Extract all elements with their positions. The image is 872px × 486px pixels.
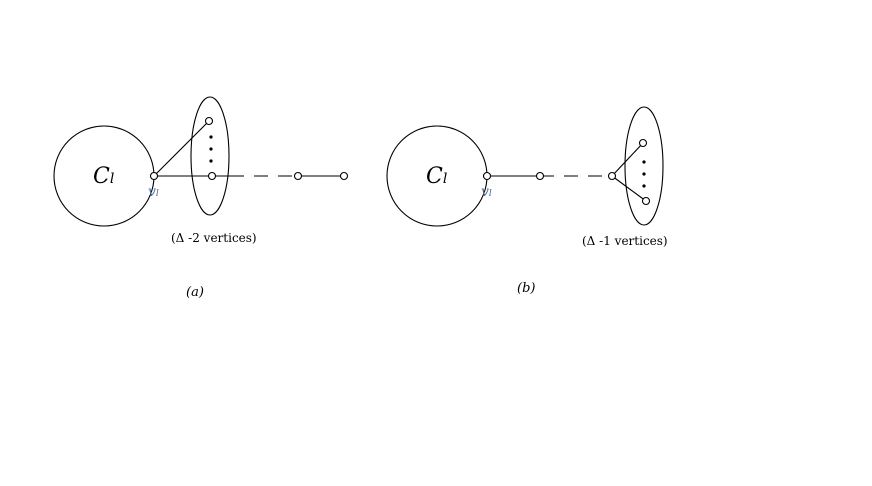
cycle-label-b: Cl <box>426 164 447 189</box>
vertex-vl-b <box>482 171 492 181</box>
vertex-group-top-a <box>204 116 214 126</box>
vertex-group-middle-a <box>207 171 217 181</box>
vertex-group-top-b <box>638 138 648 148</box>
vertex-path-b <box>535 171 545 181</box>
edge-to-bottom-b <box>611 175 647 202</box>
vertex-group-bottom-b <box>641 196 651 206</box>
ellipsis-dot-b <box>642 172 646 176</box>
vertex-group-ellipse-a <box>190 96 230 216</box>
vertex-hub-b <box>607 171 617 181</box>
vertex-group-ellipse-b <box>624 106 664 226</box>
caption-a: (a) <box>186 285 204 300</box>
vertex-label-b: vl <box>481 184 492 200</box>
caption-b: (b) <box>517 281 535 296</box>
vertex-label-a: vl <box>148 184 159 200</box>
edge-vl-to-top-a <box>153 120 210 177</box>
group-note-a: (Δ -2 vertices) <box>171 231 257 245</box>
vertex-path-a <box>293 171 303 181</box>
ellipsis-dot-a <box>209 135 213 139</box>
group-note-b: (Δ -1 vertices) <box>582 234 668 248</box>
figure-a: Cl vl (Δ -2 vertices) (a) <box>53 96 349 300</box>
ellipsis-dot-b <box>642 160 646 164</box>
edge-to-top-b <box>611 142 644 177</box>
cycle-label-a: Cl <box>93 164 114 189</box>
ellipsis-dot-a <box>209 147 213 151</box>
vertex-vl-a <box>149 171 159 181</box>
ellipsis-dot-a <box>209 159 213 163</box>
figure-b: Cl vl (Δ -1 vertices) (b) <box>386 106 668 296</box>
vertex-end-a <box>339 171 349 181</box>
ellipsis-dot-b <box>642 184 646 188</box>
